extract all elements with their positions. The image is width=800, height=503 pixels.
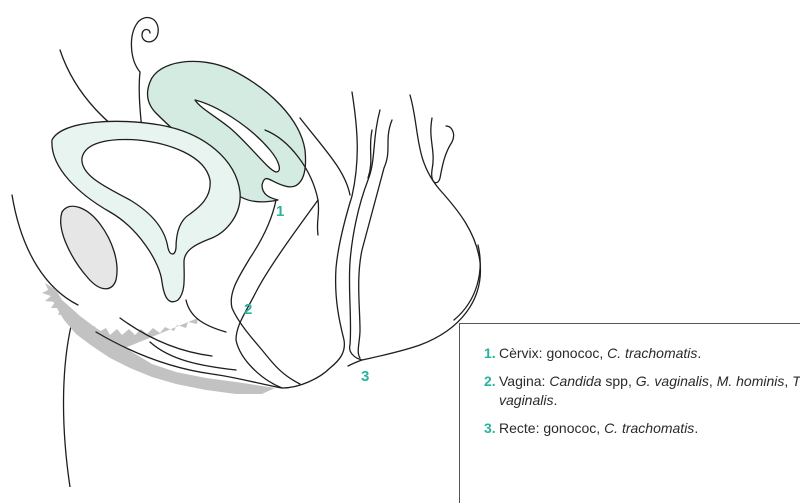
legend-item-3: 3.Recte: gonococ, C. trachomatis. (484, 419, 800, 438)
legend-text: Recte: gonococ, C. trachomatis. (499, 419, 698, 438)
vagina-anterior (231, 200, 300, 384)
pouch-of-douglas (300, 118, 350, 195)
anal-folds (431, 118, 454, 183)
rectum-wall-1 (349, 110, 380, 360)
legend-number: 1. (484, 344, 499, 363)
marker-2: 2 (244, 301, 252, 318)
pubic-bone (61, 206, 117, 289)
sacrum-shadow (45, 283, 275, 394)
body-outline-left-lower (64, 318, 73, 487)
rectum-wall-2 (358, 120, 392, 358)
marker-3: 3 (361, 368, 369, 385)
sacrum-line (454, 245, 480, 320)
marker-1: 1 (276, 203, 284, 220)
urethra (186, 300, 226, 332)
legend-item-2: 2.Vagina: Candida spp, G. vaginalis, M. … (484, 372, 800, 410)
legend-box: 1.Cèrvix: gonococ, C. trachomatis.2.Vagi… (459, 323, 800, 503)
legend-item-1: 1.Cèrvix: gonococ, C. trachomatis. (484, 344, 800, 363)
vagina-posterior (236, 200, 318, 388)
fallopian-tube (131, 18, 158, 72)
legend-number: 2. (484, 372, 499, 410)
legend-list: 1.Cèrvix: gonococ, C. trachomatis.2.Vagi… (460, 324, 800, 438)
perineum-line-3 (150, 342, 236, 370)
legend-text: Cèrvix: gonococ, C. trachomatis. (499, 344, 701, 363)
legend-text: Vagina: Candida spp, G. vaginalis, M. ho… (499, 372, 800, 410)
legend-number: 3. (484, 419, 499, 438)
